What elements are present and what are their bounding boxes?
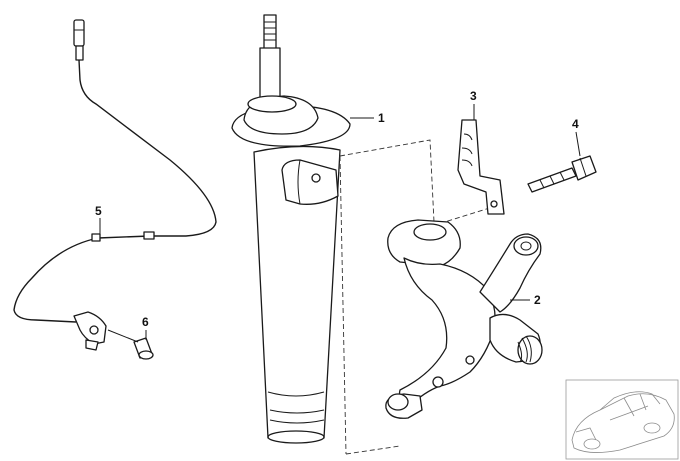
callout-6: 6 <box>142 315 149 329</box>
callout-1: 1 <box>378 111 385 125</box>
sensor-screw[interactable] <box>107 329 154 360</box>
bracket[interactable] <box>457 119 505 215</box>
callout-3: 3 <box>470 89 477 103</box>
shock-absorber-strut[interactable] <box>231 14 351 444</box>
wheel-speed-sensor[interactable] <box>13 19 217 351</box>
callout-2: 2 <box>534 293 541 307</box>
callout-4: 4 <box>572 117 579 131</box>
hex-bolt[interactable] <box>527 155 597 193</box>
steering-knuckle[interactable] <box>385 219 543 419</box>
callout-5: 5 <box>95 204 102 218</box>
leader-lines <box>99 104 581 340</box>
car-outline-icon <box>565 379 679 460</box>
